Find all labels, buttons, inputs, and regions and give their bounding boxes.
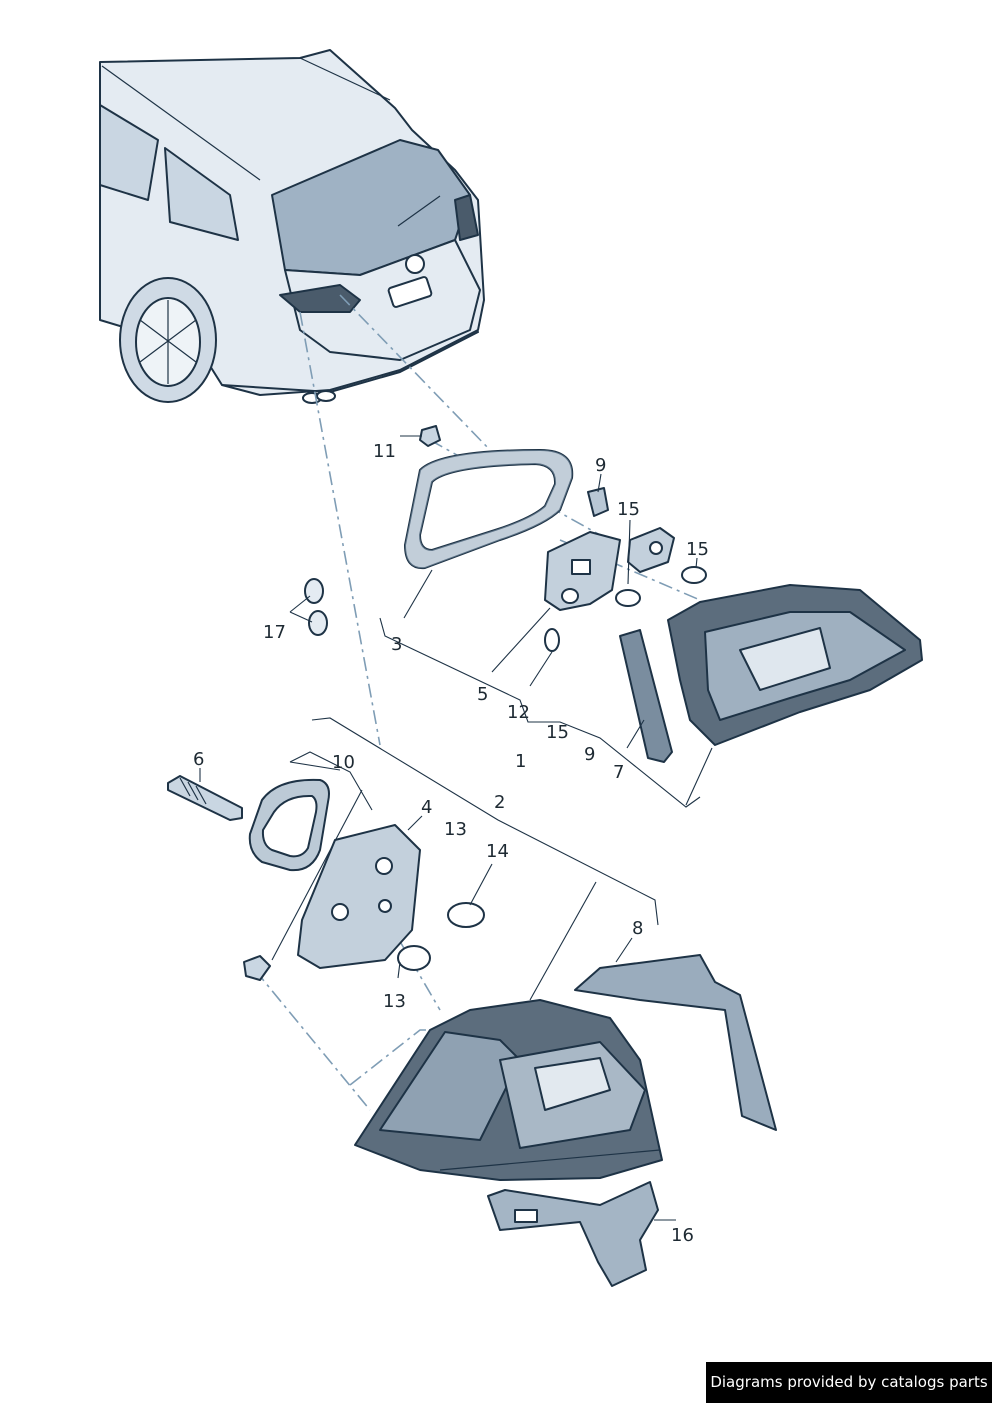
nut-11	[419, 425, 441, 447]
label-9-upper: 9	[595, 455, 606, 476]
covers-17	[304, 578, 328, 636]
bulb-socket-9-upper	[587, 487, 609, 517]
label-12: 12	[507, 702, 530, 723]
label-6: 6	[193, 749, 204, 770]
gasket-upper	[404, 449, 574, 570]
label-8: 8	[632, 918, 643, 939]
label-13-lower: 13	[383, 991, 406, 1012]
bulbs-13-14	[397, 902, 485, 971]
bolt-6	[167, 775, 243, 821]
leader-lines	[199, 435, 713, 1221]
lens-strip-7	[619, 629, 673, 763]
label-11: 11	[373, 441, 396, 462]
inner-tail-lamp-1	[667, 584, 923, 746]
label-9-lower: 9	[584, 744, 595, 765]
label-16: 16	[671, 1225, 694, 1246]
label-15-a: 15	[617, 499, 640, 520]
bulb-carrier-4	[297, 824, 421, 969]
bulb-carrier-5	[544, 527, 675, 611]
label-5: 5	[477, 684, 488, 705]
bulbs-15-upper	[544, 566, 707, 652]
label-3: 3	[391, 634, 402, 655]
label-1: 1	[515, 751, 526, 772]
label-7: 7	[613, 762, 624, 783]
label-13-upper: 13	[444, 819, 467, 840]
part-labels: 1 2 3 4 5 6 7 8 9 9 10 11 12 13 13 14 15…	[193, 441, 709, 1246]
gasket-10	[248, 778, 330, 872]
outer-tail-lamp-2	[354, 999, 663, 1181]
label-14: 14	[486, 841, 509, 862]
trim-panel-8	[574, 954, 777, 1131]
car-rear-illustration	[99, 49, 485, 404]
label-4: 4	[421, 797, 432, 818]
label-17: 17	[263, 622, 286, 643]
bracket-16	[487, 1181, 659, 1287]
label-2: 2	[494, 792, 505, 813]
label-15-b: 15	[686, 539, 709, 560]
label-10: 10	[332, 752, 355, 773]
nut-lower	[243, 955, 271, 981]
footer-credit: Diagrams provided by catalogs parts	[706, 1362, 992, 1403]
label-15-c: 15	[546, 722, 569, 743]
